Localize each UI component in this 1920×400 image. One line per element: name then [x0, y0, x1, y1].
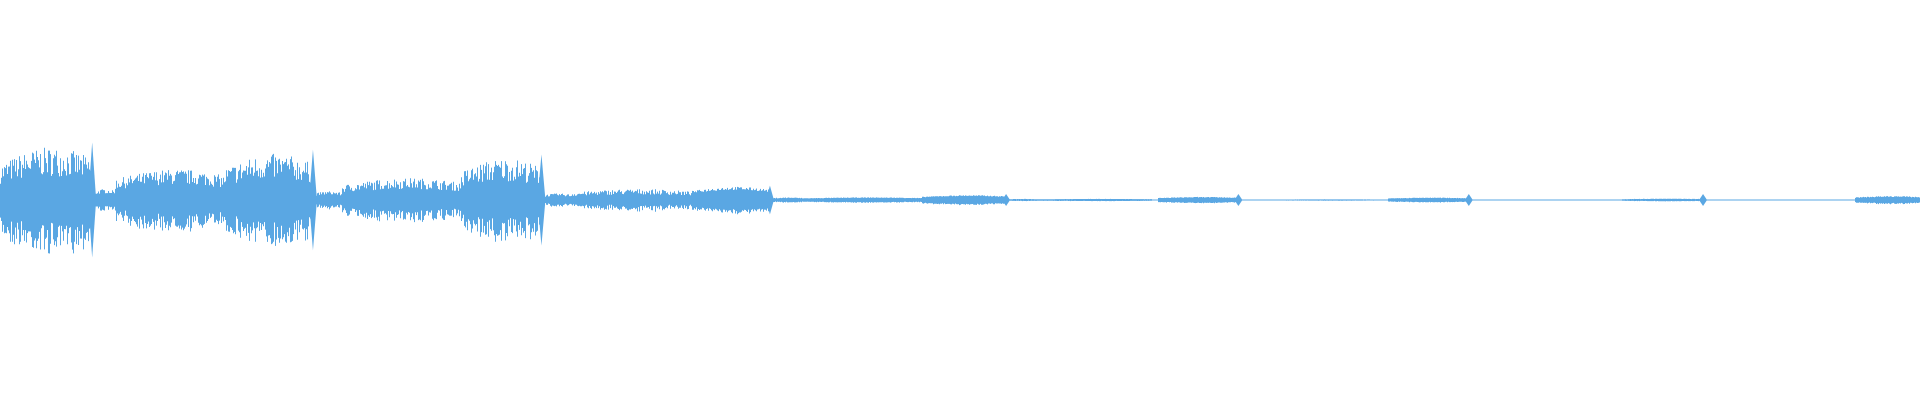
waveform-segment	[342, 178, 461, 223]
waveform-segment	[572, 189, 691, 212]
waveform-segment	[115, 170, 225, 232]
waveform-segment	[1267, 199, 1379, 201]
waveform-segment	[691, 186, 770, 215]
waveform-segment	[770, 197, 803, 203]
waveform-transient	[1464, 194, 1473, 206]
waveform-transient	[1699, 194, 1708, 206]
waveform-segment	[803, 197, 922, 203]
waveform-transient	[1002, 194, 1011, 206]
waveform-bars	[0, 142, 1920, 258]
waveform-segment	[313, 191, 342, 210]
waveform-segment	[1388, 197, 1469, 203]
waveform-segment	[1037, 198, 1152, 202]
waveform-segment	[461, 160, 541, 242]
waveform-transient	[537, 154, 546, 246]
waveform-segment	[1597, 199, 1605, 201]
waveform-segment	[225, 153, 313, 246]
waveform-segment	[0, 147, 92, 254]
waveform-transient	[1234, 194, 1243, 206]
waveform-segment	[1839, 199, 1843, 201]
waveform-segment	[1158, 196, 1238, 204]
waveform-segment	[1855, 196, 1920, 205]
waveform-transient	[88, 142, 97, 258]
waveform-segment	[1622, 198, 1703, 202]
waveform-segment	[541, 193, 572, 207]
waveform-segment	[1736, 199, 1824, 201]
waveform-segment	[922, 195, 1006, 206]
waveform-segment	[1501, 199, 1578, 201]
waveform-transient	[765, 185, 774, 215]
waveform-transient	[308, 149, 317, 251]
waveform-segment	[1006, 198, 1037, 202]
